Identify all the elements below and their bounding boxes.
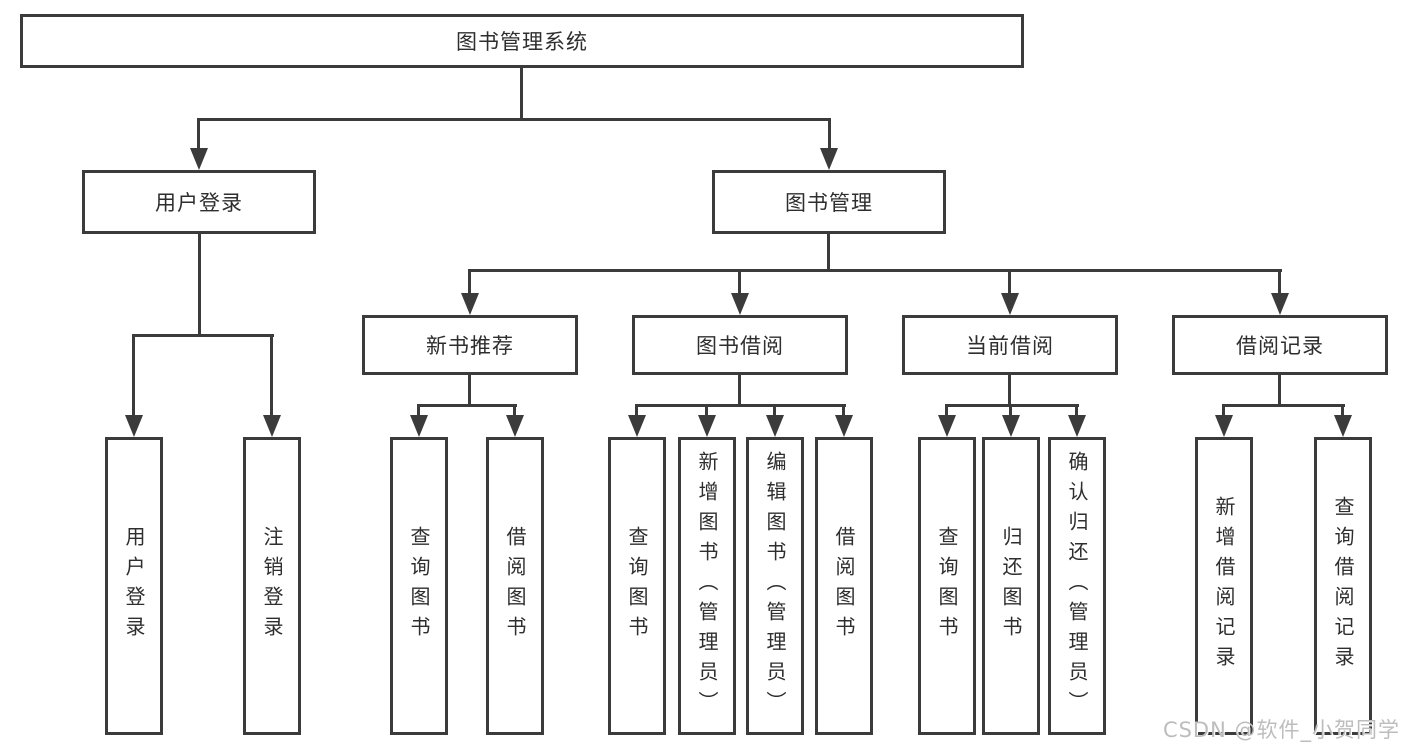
- connector-borrow-records-bar: [1222, 404, 1345, 407]
- leaf-borrow-books-1: 借阅图书: [486, 437, 544, 735]
- leaf-add-books-admin-label: 新增图书（管理员）: [695, 451, 719, 721]
- connector-leaf-stub: [513, 404, 516, 417]
- leaf-confirm-return-admin: 确认归还（管理员）: [1048, 437, 1106, 735]
- arrowhead-down-icon: [263, 415, 281, 437]
- leaf-query-books-3-label: 查询图书: [935, 526, 959, 646]
- connector-to-leaf-logout: [270, 334, 273, 417]
- arrowhead-down-icon: [1068, 415, 1086, 437]
- connector-to-new-books: [468, 269, 471, 295]
- node-current-borrow-label: 当前借阅: [966, 334, 1054, 358]
- connector-book-management-bar: [468, 269, 1282, 272]
- node-book-management: 图书管理: [712, 170, 946, 234]
- connector-leaf-stub: [1341, 404, 1344, 417]
- leaf-user-login: 用户登录: [105, 437, 163, 735]
- leaf-edit-books-admin: 编辑图书（管理员）: [746, 437, 804, 735]
- connector-book-borrow-stem: [738, 375, 741, 406]
- node-new-books-label: 新书推荐: [426, 334, 514, 358]
- connector-leaf-stub: [417, 404, 420, 417]
- connector-to-leaf-login: [132, 334, 135, 417]
- connector-leaf-stub: [1075, 404, 1078, 417]
- leaf-logout: 注销登录: [243, 437, 301, 735]
- connector-leaf-stub: [705, 404, 708, 417]
- leaf-borrow-books-2-label: 借阅图书: [832, 526, 856, 646]
- arrowhead-down-icon: [1002, 415, 1020, 437]
- arrowhead-down-icon: [766, 415, 784, 437]
- connector-leaf-stub: [635, 404, 638, 417]
- leaf-add-books-admin: 新增图书（管理员）: [678, 437, 736, 735]
- leaf-query-books-1-label: 查询图书: [407, 526, 431, 646]
- leaf-return-books-label: 归还图书: [999, 526, 1023, 646]
- leaf-add-borrow-record-label: 新增借阅记录: [1212, 496, 1236, 676]
- arrowhead-down-icon: [125, 415, 143, 437]
- leaf-query-books-2: 查询图书: [608, 437, 666, 735]
- arrowhead-down-icon: [506, 415, 524, 437]
- leaf-logout-label: 注销登录: [260, 526, 284, 646]
- leaf-query-borrow-record-label: 查询借阅记录: [1331, 496, 1355, 676]
- leaf-query-books-1: 查询图书: [390, 437, 448, 735]
- connector-book-management-stem: [827, 234, 830, 272]
- leaf-borrow-books-2: 借阅图书: [815, 437, 873, 735]
- node-book-management-label: 图书管理: [785, 191, 873, 215]
- connector-book-borrow-bar: [635, 404, 846, 407]
- node-user-login: 用户登录: [82, 170, 316, 234]
- leaf-user-login-label: 用户登录: [122, 526, 146, 646]
- leaf-add-borrow-record: 新增借阅记录: [1195, 437, 1253, 735]
- connector-to-borrow-records: [1278, 269, 1281, 295]
- leaf-confirm-return-admin-label: 确认归还（管理员）: [1065, 451, 1089, 721]
- leaf-borrow-books-1-label: 借阅图书: [503, 526, 527, 646]
- connector-current-borrow-stem: [1008, 375, 1011, 406]
- connector-leaf-stub: [945, 404, 948, 417]
- connector-new-books-bar: [417, 404, 517, 407]
- connector-leaf-stub: [1222, 404, 1225, 417]
- arrowhead-down-icon: [1001, 293, 1019, 315]
- connector-root-bar: [198, 118, 831, 121]
- connector-user-login-bar: [133, 334, 274, 337]
- csdn-watermark: CSDN @软件_小贺同学: [1162, 718, 1400, 742]
- connector-to-current-borrow: [1008, 269, 1011, 295]
- arrowhead-down-icon: [190, 148, 208, 170]
- arrowhead-down-icon: [1271, 293, 1289, 315]
- connector-user-login-stem: [198, 234, 201, 336]
- leaf-query-books-2-label: 查询图书: [625, 526, 649, 646]
- arrowhead-down-icon: [410, 415, 428, 437]
- node-current-borrow: 当前借阅: [902, 315, 1118, 375]
- node-book-borrow: 图书借阅: [632, 315, 848, 375]
- arrowhead-down-icon: [628, 415, 646, 437]
- leaf-return-books: 归还图书: [982, 437, 1040, 735]
- connector-current-borrow-bar: [945, 404, 1079, 407]
- node-user-login-label: 用户登录: [155, 191, 243, 215]
- connector-to-book-borrow: [738, 269, 741, 295]
- node-root: 图书管理系统: [20, 14, 1024, 68]
- node-book-borrow-label: 图书借阅: [696, 334, 784, 358]
- connector-leaf-stub: [773, 404, 776, 417]
- node-borrow-records: 借阅记录: [1172, 315, 1388, 375]
- leaf-edit-books-admin-label: 编辑图书（管理员）: [763, 451, 787, 721]
- connector-to-user-login: [197, 118, 200, 151]
- arrowhead-down-icon: [820, 148, 838, 170]
- arrowhead-down-icon: [1334, 415, 1352, 437]
- node-root-label: 图书管理系统: [456, 30, 588, 54]
- arrowhead-down-icon: [1215, 415, 1233, 437]
- arrowhead-down-icon: [731, 293, 749, 315]
- leaf-query-books-3: 查询图书: [918, 437, 976, 735]
- arrowhead-down-icon: [461, 293, 479, 315]
- node-borrow-records-label: 借阅记录: [1236, 334, 1324, 358]
- connector-borrow-records-stem: [1278, 375, 1281, 406]
- arrowhead-down-icon: [698, 415, 716, 437]
- connector-leaf-stub: [842, 404, 845, 417]
- node-new-books: 新书推荐: [362, 315, 578, 375]
- connector-leaf-stub: [1009, 404, 1012, 417]
- arrowhead-down-icon: [835, 415, 853, 437]
- connector-root-stem: [520, 68, 523, 120]
- connector-to-book-management: [828, 118, 831, 151]
- arrowhead-down-icon: [938, 415, 956, 437]
- connector-new-books-stem: [468, 375, 471, 406]
- leaf-query-borrow-record: 查询借阅记录: [1314, 437, 1372, 735]
